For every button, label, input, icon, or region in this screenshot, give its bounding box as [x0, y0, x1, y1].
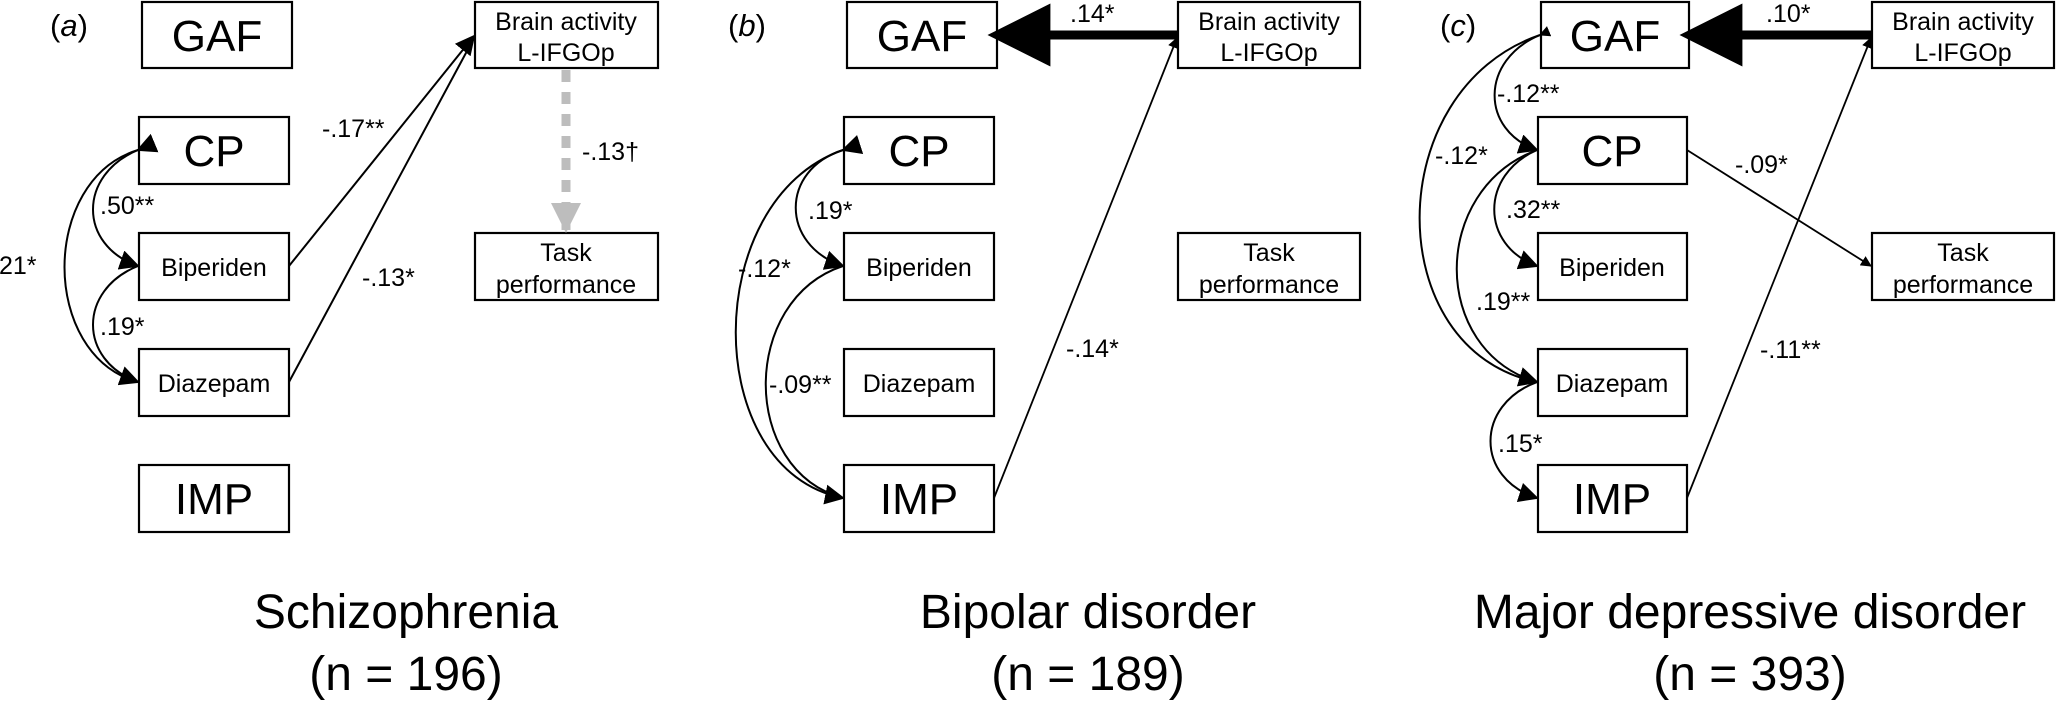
node-biperiden: Biperiden [842, 231, 996, 302]
panel-b-title: Bipolar disorder [920, 586, 1256, 639]
svg-text:L-IFGOp: L-IFGOp [517, 39, 614, 67]
node-imp: IMP [1536, 463, 1689, 534]
svg-text:Diazepam: Diazepam [158, 370, 271, 398]
svg-text:CP: CP [183, 127, 244, 176]
panel-b: (b) GAF CP Biperiden Diazepam IMP Brain … [728, 0, 1362, 701]
coef-cp-biperiden: .32** [1506, 196, 1560, 224]
node-imp: IMP [137, 463, 291, 534]
node-task-performance: Task performance [1870, 231, 2056, 302]
panel-c-title: Major depressive disorder [1474, 586, 2026, 639]
node-brain-activity: Brain activity L-IFGOp [1870, 0, 2056, 70]
svg-text:Task: Task [1937, 239, 1989, 267]
svg-text:Biperiden: Biperiden [161, 254, 267, 282]
svg-text:L-IFGOp: L-IFGOp [1914, 39, 2011, 67]
svg-text:GAF: GAF [877, 12, 967, 61]
node-diazepam: Diazepam [1536, 347, 1689, 418]
svg-text:CP: CP [1581, 127, 1642, 176]
svg-text:IMP: IMP [175, 475, 253, 524]
svg-text:Biperiden: Biperiden [1559, 254, 1665, 282]
node-brain-activity: Brain activity L-IFGOp [473, 0, 660, 70]
panel-c: (c) GAF CP Biperiden Diazepam IMP Brain … [1418, 0, 2056, 701]
node-biperiden: Biperiden [137, 231, 291, 302]
cov-cp-imp [734, 149, 845, 505]
cov-cp-biperiden [1493, 149, 1539, 270]
coef-diazepam-brain: -.13* [362, 264, 415, 292]
cov-biperiden-diazepam [92, 265, 140, 386]
cov-cp-diazepam [1455, 149, 1539, 387]
panel-a-title: Schizophrenia [254, 586, 559, 639]
panel-a-n: (n = 196) [309, 648, 502, 701]
node-task-performance: Task performance [473, 231, 660, 302]
node-gaf: GAF [845, 0, 999, 70]
node-diazepam: Diazepam [842, 347, 996, 418]
path-imp-brain [993, 36, 1179, 499]
coef-cp-diazepam: .19** [1476, 288, 1530, 316]
coef-imp-brain: -.14* [1066, 335, 1119, 363]
coef-brain-gaf: .14* [1070, 0, 1115, 28]
svg-text:Brain activity: Brain activity [1198, 8, 1340, 36]
node-imp: IMP [842, 463, 996, 534]
coef-imp-brain: -.11** [1760, 336, 1821, 364]
svg-text:Brain activity: Brain activity [1892, 8, 2034, 36]
panel-a: (a) GAF CP Biperiden Diazepam IMP Brain … [0, 0, 660, 701]
node-cp: CP [137, 115, 291, 186]
path-cp-task [1686, 149, 1872, 267]
coef-cp-task: -.09* [1735, 151, 1788, 179]
svg-text:Brain activity: Brain activity [495, 8, 637, 36]
path-biperiden-brain [288, 34, 476, 267]
svg-text:performance: performance [1893, 271, 2033, 299]
cov-gaf-diazepam [1418, 34, 1541, 383]
panel-b-letter: (b) [728, 8, 766, 43]
panel-c-n: (n = 393) [1653, 648, 1846, 701]
node-task-performance: Task performance [1176, 231, 1362, 302]
svg-text:L-IFGOp: L-IFGOp [1220, 39, 1317, 67]
coef-brain-gaf: .10* [1766, 0, 1811, 28]
svg-text:Diazepam: Diazepam [863, 370, 976, 398]
panel-a-letter: (a) [50, 8, 88, 43]
svg-text:Biperiden: Biperiden [866, 254, 972, 282]
node-cp: CP [842, 115, 996, 186]
svg-text:CP: CP [888, 127, 949, 176]
cov-cp-biperiden [92, 133, 159, 270]
coef-gaf-cp: -.12** [1497, 80, 1560, 108]
svg-text:IMP: IMP [880, 475, 958, 524]
cov-gaf-cp [1493, 26, 1552, 154]
svg-text:Diazepam: Diazepam [1556, 370, 1669, 398]
coef-cp-diazepam: .21* [0, 252, 37, 280]
coef-biperiden-imp: -.09** [769, 371, 832, 399]
cov-diazepam-imp [1489, 381, 1539, 502]
node-gaf: GAF [140, 0, 294, 70]
coef-cp-biperiden: .50** [100, 192, 154, 220]
coef-brain-task: -.13† [582, 138, 639, 166]
svg-text:IMP: IMP [1573, 475, 1651, 524]
svg-text:GAF: GAF [172, 12, 262, 61]
coef-cp-imp: -.12* [738, 255, 791, 283]
panel-b-n: (n = 189) [991, 648, 1184, 701]
coef-cp-biperiden: .19* [808, 197, 853, 225]
node-biperiden: Biperiden [1536, 231, 1689, 302]
node-cp: CP [1536, 115, 1689, 186]
coef-diazepam-imp: .15* [1498, 430, 1543, 458]
svg-text:Task: Task [540, 239, 592, 267]
svg-text:performance: performance [496, 271, 636, 299]
node-brain-activity: Brain activity L-IFGOp [1176, 0, 1362, 70]
node-gaf: GAF [1539, 0, 1691, 70]
svg-text:Task: Task [1243, 239, 1295, 267]
svg-text:performance: performance [1199, 271, 1339, 299]
path-diazepam-brain [288, 37, 475, 383]
coef-biperiden-brain: -.17** [322, 115, 385, 143]
coef-biperiden-diazepam: .19* [100, 313, 145, 341]
panel-c-letter: (c) [1440, 8, 1476, 43]
cov-cp-diazepam [63, 149, 139, 383]
coef-gaf-diazepam: -.12* [1435, 142, 1488, 170]
cov-biperiden-imp [764, 265, 844, 499]
svg-text:GAF: GAF [1570, 12, 1660, 61]
node-diazepam: Diazepam [137, 347, 291, 418]
path-imp-brain [1686, 36, 1873, 499]
